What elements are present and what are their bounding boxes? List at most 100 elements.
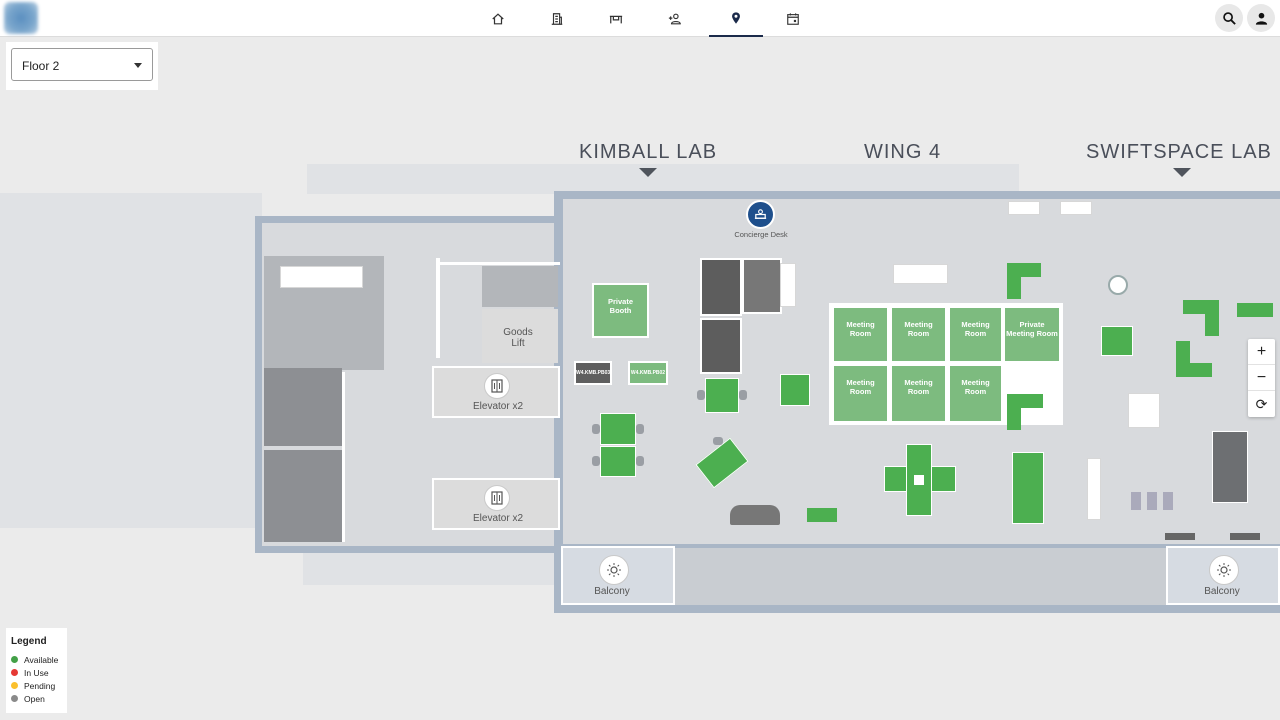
lounge [730, 505, 780, 525]
desk-w4-kmb-pb02[interactable]: W4.KMB.PB02 [628, 361, 668, 385]
desk-icon [609, 15, 623, 23]
wing-marker-swiftspace [1173, 168, 1191, 177]
desk[interactable] [807, 508, 837, 522]
table [1128, 393, 1160, 428]
zoom-out-button[interactable]: − [1248, 365, 1275, 391]
elevator-icon [484, 485, 510, 511]
desk[interactable] [1101, 326, 1133, 356]
balcony-label-1: Balcony [594, 586, 630, 597]
elevator-label-1: Elevator x2 [472, 401, 524, 412]
chair [636, 424, 644, 434]
bottom-corridor [563, 548, 1280, 605]
outer-area-left [0, 193, 262, 528]
nav-building[interactable] [530, 0, 584, 37]
account-icon [1255, 12, 1267, 25]
table [893, 264, 948, 284]
desk[interactable] [1205, 300, 1219, 336]
legend-item-pending: Pending [11, 679, 62, 692]
app-logo[interactable] [4, 2, 38, 34]
zoom-controls: + − ⟳ [1248, 339, 1275, 417]
location-pin-icon [732, 11, 740, 24]
legend-item-in-use: In Use [11, 666, 62, 679]
desk[interactable] [780, 374, 810, 406]
outer-area-top [307, 164, 1019, 194]
counter [1165, 533, 1195, 540]
desk[interactable] [1007, 394, 1021, 430]
desk[interactable] [1176, 363, 1212, 377]
counter [1230, 533, 1260, 540]
table [1060, 201, 1092, 215]
wall-segment [342, 372, 345, 542]
floor-panel: Floor 2 [6, 42, 158, 90]
nav-home[interactable] [471, 0, 525, 37]
nav-people[interactable] [648, 0, 702, 37]
chair [592, 456, 600, 466]
person-add-icon [668, 13, 681, 24]
home-icon [492, 12, 504, 24]
storage-block-2 [264, 450, 342, 542]
chevron-down-icon [134, 63, 142, 68]
legend-item-available: Available [11, 653, 62, 666]
elevator-icon [484, 373, 510, 399]
chair [739, 390, 747, 400]
status-dot [11, 656, 18, 663]
desk-w4-kmb-pb03[interactable]: W4.KMB.PB03 [574, 361, 612, 385]
desk[interactable] [600, 446, 636, 477]
chair [697, 390, 705, 400]
desk[interactable] [1237, 303, 1273, 317]
desk[interactable] [1012, 452, 1044, 524]
phone-booth [700, 318, 742, 374]
wing-marker-kimball [639, 168, 657, 177]
cluster-center [914, 475, 924, 485]
outer-area-bottom [303, 552, 561, 585]
desk[interactable] [600, 413, 636, 445]
nav-calendar[interactable] [766, 0, 820, 37]
status-dot [11, 695, 18, 702]
shelf [780, 263, 796, 307]
table [1008, 201, 1040, 215]
account-button[interactable] [1247, 4, 1275, 32]
shelf [1087, 458, 1101, 520]
legend-item-open: Open [11, 692, 62, 705]
phone-booth [742, 258, 782, 314]
chair [592, 424, 600, 434]
chair [636, 456, 644, 466]
search-button[interactable] [1215, 4, 1243, 32]
desk[interactable] [705, 378, 739, 413]
concierge-icon[interactable] [746, 200, 775, 229]
phone-booth [700, 258, 742, 316]
nav-map[interactable] [709, 0, 763, 37]
zoom-in-button[interactable]: + [1248, 339, 1275, 365]
reset-view-button[interactable]: ⟳ [1255, 395, 1268, 412]
bench [1131, 492, 1173, 510]
wing-label-kimball: KIMBALL LAB [579, 141, 718, 163]
lift-shaft [482, 266, 558, 307]
top-bar [0, 0, 1280, 37]
desk[interactable] [1007, 263, 1021, 299]
legend-title: Legend [11, 636, 47, 647]
status-dot [11, 669, 18, 676]
balcony-icon [1209, 555, 1239, 585]
storage-block-1 [264, 368, 342, 446]
balcony-icon [599, 555, 629, 585]
floor-select-value: Floor 2 [22, 59, 60, 73]
status-dot [11, 682, 18, 689]
table [1212, 431, 1248, 503]
nav-desk[interactable] [589, 0, 643, 37]
round-table [1108, 275, 1128, 295]
wall-segment [436, 258, 440, 358]
counter [280, 266, 363, 288]
balcony-label-2: Balcony [1204, 586, 1240, 597]
floor-select[interactable]: Floor 2 [11, 48, 153, 81]
legend: Legend Available In Use Pending Open [6, 628, 67, 713]
